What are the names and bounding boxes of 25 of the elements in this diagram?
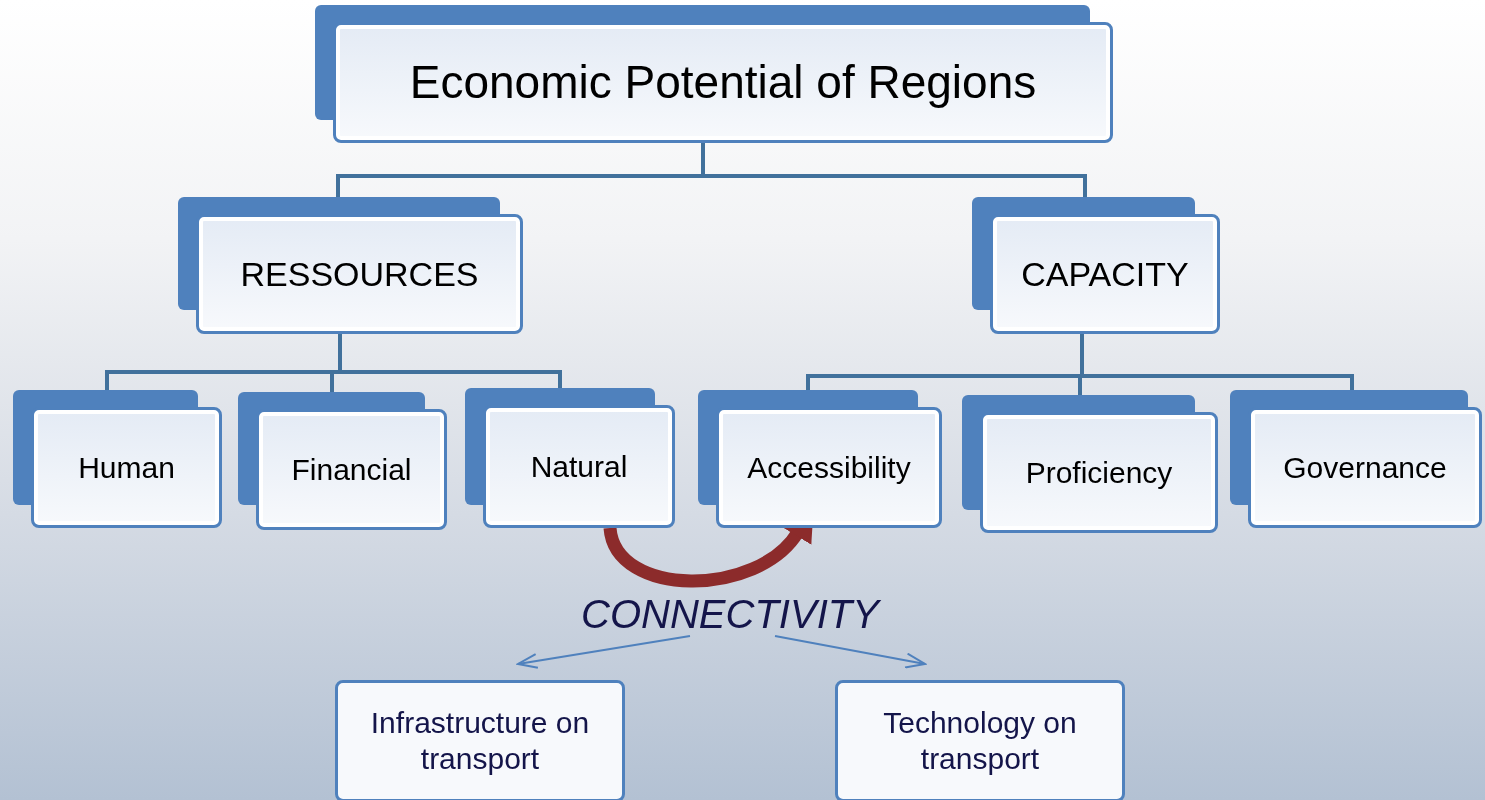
category-box: [962, 395, 1218, 533]
box-label: Governance: [1283, 449, 1447, 486]
category-box: [972, 197, 1220, 334]
box-label: Infrastructure on transport: [369, 705, 591, 777]
category-box: [238, 392, 447, 530]
box-label: Human: [78, 449, 175, 486]
category-box: [1230, 390, 1482, 528]
category-box: [178, 197, 523, 334]
box-label: RESSOURCES: [240, 253, 479, 295]
arrow: [517, 635, 691, 669]
category-box: [465, 388, 675, 528]
box-label: Technology on transport: [882, 705, 1078, 777]
box-label: Accessibility: [747, 449, 911, 486]
arrow: [774, 635, 926, 669]
box-label: Natural: [530, 448, 628, 485]
category-box: [698, 390, 942, 528]
connector-line: [1080, 334, 1354, 390]
category-box: [13, 390, 222, 528]
box-label: Economic Potential of Regions: [409, 54, 1037, 110]
connector-line: [701, 143, 1087, 197]
box-label: Proficiency: [1025, 454, 1173, 491]
box-label: CAPACITY: [1021, 253, 1189, 295]
category-box: [315, 5, 1113, 143]
box-label: Financial: [291, 451, 412, 488]
connectivity-label: CONNECTIVITY: [581, 591, 879, 638]
